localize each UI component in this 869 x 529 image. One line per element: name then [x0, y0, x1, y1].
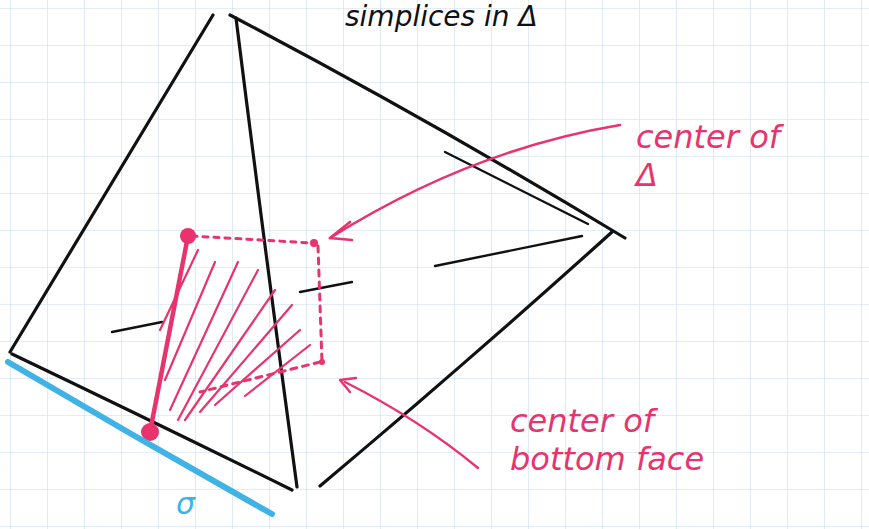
callout-note: center of Δ [636, 118, 811, 195]
pink-points [141, 228, 325, 441]
blue-edge [8, 362, 272, 514]
callout-note: center of bottom face [510, 402, 760, 479]
simplex-label: σ [176, 486, 216, 522]
heading-note: simplices in Δ [345, 0, 765, 34]
